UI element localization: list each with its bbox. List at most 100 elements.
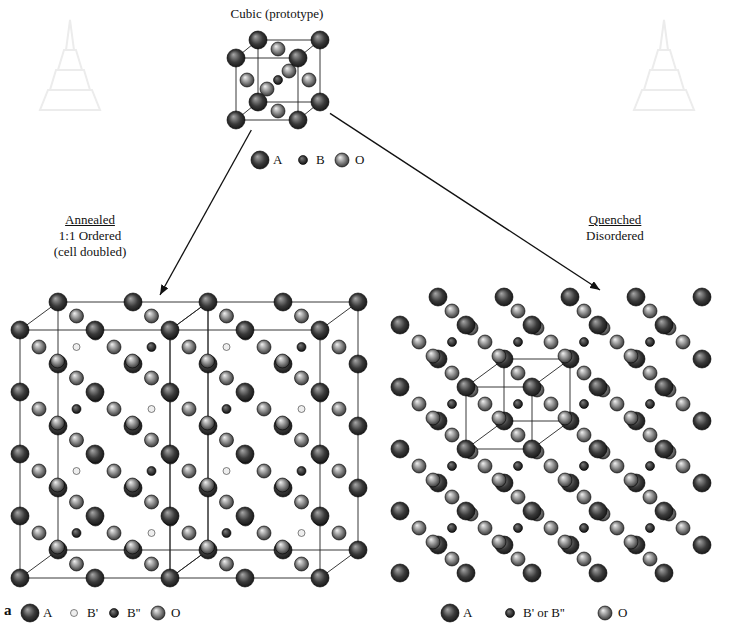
legend-swatch	[440, 603, 460, 623]
oxygen-atom	[220, 557, 234, 571]
oxygen-atom	[676, 397, 690, 411]
legend-item: A	[20, 603, 52, 623]
oxygen-atom	[492, 349, 506, 363]
oxygen-atom	[276, 478, 290, 492]
oxygen-atom	[51, 354, 65, 368]
a-site-atom	[311, 321, 329, 339]
b-site-atom	[448, 338, 457, 347]
a-site-atom	[199, 417, 217, 435]
oxygen-atom	[70, 495, 84, 509]
oxygen-atom	[126, 478, 140, 492]
oxygen-atom	[32, 340, 46, 354]
oxygen-atom	[445, 428, 459, 442]
oxygen-atom	[610, 335, 624, 349]
oxygen-atom	[32, 402, 46, 416]
oxygen-atom	[145, 371, 159, 385]
a-site-atom	[11, 507, 29, 525]
node-heading: Cubic (prototype)	[207, 6, 347, 22]
oxygen-atom	[302, 73, 316, 87]
a-site-atom	[274, 479, 292, 497]
a-site-atom	[199, 541, 217, 559]
oxygen-atom	[201, 354, 215, 368]
a-site-atom	[274, 541, 292, 559]
a-site-atom	[429, 288, 447, 306]
oxygen-atom	[492, 411, 506, 425]
a-site-atom	[86, 321, 104, 339]
a-site-atom	[655, 440, 673, 458]
oxygen-atom	[544, 459, 558, 473]
a-site-atom	[49, 355, 67, 373]
b-site-atom	[506, 609, 515, 618]
oxygen-atom	[271, 42, 285, 56]
legend-swatch	[595, 603, 615, 623]
legend-swatch	[293, 150, 313, 170]
b-site-atom	[147, 343, 156, 352]
oxygen-atom	[70, 309, 84, 323]
node-title: Quenched	[565, 212, 665, 228]
a-site-atom	[693, 474, 711, 492]
oxygen-atom	[182, 526, 196, 540]
oxygen-atom	[544, 521, 558, 535]
a-site-atom	[457, 564, 475, 582]
a-site-atom	[289, 111, 307, 129]
b-site-atom	[72, 405, 81, 414]
oxygen-atom	[276, 540, 290, 554]
oxygen-atom	[276, 354, 290, 368]
a-site-atom	[236, 569, 254, 587]
oxygen-atom	[445, 304, 459, 318]
oxygen-atom	[624, 473, 638, 487]
a-site-atom	[124, 417, 142, 435]
oxygen-atom	[676, 459, 690, 473]
a-site-atom	[589, 378, 607, 396]
oxygen-atom	[151, 606, 165, 620]
oxygen-atom	[295, 557, 309, 571]
a-site-atom	[391, 378, 409, 396]
legend-swatch	[500, 603, 520, 623]
a-site-atom	[391, 440, 409, 458]
a-site-atom	[124, 479, 142, 497]
b-prime-atom	[73, 468, 80, 475]
a-site-atom	[311, 31, 329, 49]
oxygen-atom	[577, 366, 591, 380]
oxygen-atom	[51, 416, 65, 430]
oxygen-atom	[676, 521, 690, 535]
oxygen-atom	[295, 309, 309, 323]
b-site-atom	[448, 462, 457, 471]
a-site-atom	[311, 93, 329, 111]
legend-label: B''	[127, 605, 140, 621]
a-site-atom	[349, 479, 367, 497]
legend-label: B	[316, 152, 325, 168]
oxygen-atom	[624, 535, 638, 549]
legend-swatch	[250, 150, 270, 170]
a-site-atom	[274, 417, 292, 435]
a-site-atom	[161, 569, 179, 587]
a-site-atom	[311, 445, 329, 463]
oxygen-atom	[126, 416, 140, 430]
oxygen-atom	[426, 411, 440, 425]
oxygen-atom	[145, 433, 159, 447]
b-site-atom	[580, 462, 589, 471]
legend-label: B'	[87, 605, 98, 621]
b-site-atom	[646, 400, 655, 409]
a-site-atom	[589, 564, 607, 582]
oxygen-atom	[558, 473, 572, 487]
legend-swatch	[148, 603, 168, 623]
oxygen-atom	[445, 552, 459, 566]
oxygen-atom	[478, 335, 492, 349]
oxygen-atom	[426, 349, 440, 363]
oxygen-atom	[271, 104, 285, 118]
legend-label: A	[43, 605, 52, 621]
a-site-atom	[86, 383, 104, 401]
oxygen-atom	[478, 521, 492, 535]
a-site-atom	[227, 111, 245, 129]
oxygen-atom	[182, 340, 196, 354]
oxygen-atom	[511, 490, 525, 504]
a-site-atom	[236, 445, 254, 463]
a-site-atom	[589, 502, 607, 520]
a-site-atom	[289, 49, 307, 67]
a-site-atom	[21, 604, 39, 622]
node-title: Cubic (prototype)	[207, 6, 347, 22]
a-site-atom	[693, 536, 711, 554]
b-site-atom	[646, 338, 655, 347]
b-site-atom	[72, 529, 81, 538]
